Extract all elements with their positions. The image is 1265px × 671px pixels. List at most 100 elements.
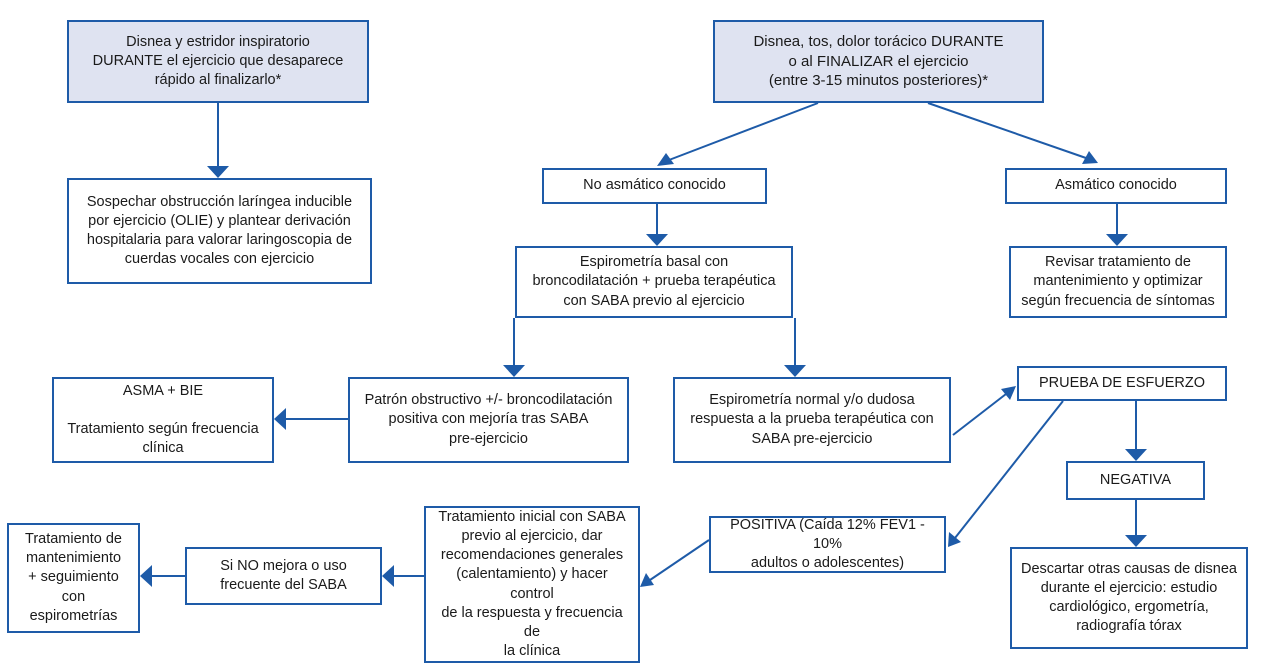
node-text-line: pre-ejercicio bbox=[449, 430, 528, 447]
node-text-line: ASMA + BIE bbox=[122, 382, 204, 399]
node-text-line: Disnea y estridor inspiratorio bbox=[126, 33, 310, 50]
mantenimiento-box: Tratamiento de mantenimiento + seguimiento… bbox=[7, 523, 140, 633]
node-text-line: Tratamiento según frecuencia bbox=[67, 421, 259, 437]
patron-obstructivo-box: Patrón obstructivo +/- broncodilatación p… bbox=[348, 377, 629, 463]
node-text-line: respuesta a la prueba terapéutica con bbox=[690, 411, 934, 428]
node-text-line: Si NO mejora o uso bbox=[220, 557, 347, 574]
node-text: Asmático conocido bbox=[1055, 176, 1177, 195]
node-text: No asmático conocido bbox=[583, 176, 726, 195]
node-text-line: frecuente del SABA bbox=[220, 577, 347, 593]
node-text-line: según frecuencia de síntomas bbox=[1021, 292, 1215, 309]
arrowhead bbox=[646, 234, 668, 246]
node-text: ASMA + BIE Tratamiento según frecuencia c… bbox=[67, 382, 258, 459]
node-text-line: o al FINALIZAR el ejercicio bbox=[788, 52, 969, 70]
arrowhead bbox=[1001, 386, 1016, 400]
node-text: Tratamiento de mantenimiento + seguimiento… bbox=[17, 530, 130, 626]
node-text-line: Tratamiento inicial con SABA bbox=[438, 509, 626, 525]
asma-bie-box: ASMA + BIE Tratamiento según frecuencia c… bbox=[52, 377, 274, 463]
arrowhead bbox=[382, 565, 394, 587]
node-text: Si NO mejora o uso frecuente del SABA bbox=[220, 557, 347, 595]
node-text: Sospechar obstrucción laríngea inducible… bbox=[87, 193, 352, 270]
node-text-line: de la respuesta y frecuencia de bbox=[441, 604, 623, 640]
node-text-line: (calentamiento) y hacer control bbox=[456, 566, 608, 602]
arrowhead bbox=[503, 365, 525, 377]
arrowhead bbox=[140, 565, 152, 587]
node-text-line: adultos o adolescentes) bbox=[750, 555, 905, 572]
node-text-line: Disnea, tos, dolor torácico DURANTE bbox=[753, 32, 1004, 50]
si-no-mejora-box: Si NO mejora o uso frecuente del SABA bbox=[185, 547, 382, 605]
espirometria-normal-box: Espirometría normal y/o dudosa respuesta … bbox=[673, 377, 951, 463]
olie-box: Sospechar obstrucción laríngea inducible… bbox=[67, 178, 372, 284]
arrowhead bbox=[784, 365, 806, 377]
node-text-line: SABA pre-ejercicio bbox=[751, 430, 873, 447]
node-text-line: recomendaciones generales bbox=[440, 547, 624, 564]
node-text-line: Revisar tratamiento de bbox=[1045, 254, 1191, 271]
node-text-line: DURANTE el ejercicio que desaparece bbox=[92, 52, 344, 69]
revisar-tratamiento-box: Revisar tratamiento de mantenimiento y op… bbox=[1009, 246, 1227, 318]
positiva-box: POSITIVA (Caída 12% FEV1 - 10% adultos o … bbox=[709, 516, 946, 573]
node-text-line: NEGATIVA bbox=[1099, 471, 1172, 488]
arrowhead bbox=[1082, 151, 1098, 164]
node-text-line: Asmático conocido bbox=[1055, 177, 1177, 194]
arrowhead bbox=[948, 532, 961, 547]
node-text-line: radiografía tórax bbox=[1076, 618, 1182, 635]
arrowhead bbox=[207, 166, 229, 178]
no-asmatico-box: No asmático conocido bbox=[542, 168, 767, 204]
asmatico-box: Asmático conocido bbox=[1005, 168, 1227, 204]
node-text: Espirometría basal con broncodilatación +… bbox=[532, 253, 775, 310]
prueba-esfuerzo-box: PRUEBA DE ESFUERZO bbox=[1017, 366, 1227, 401]
node-text-line: Espirometría normal y/o dudosa bbox=[709, 392, 915, 409]
arrowhead bbox=[1125, 449, 1147, 461]
node-text: Espirometría normal y/o dudosa respuesta … bbox=[690, 391, 933, 448]
node-text: PRUEBA DE ESFUERZO bbox=[1039, 374, 1205, 393]
arrow-prueba-to-positiva bbox=[954, 400, 1064, 539]
arrowhead bbox=[1125, 535, 1147, 547]
node-text: Patrón obstructivo +/- broncodilatación p… bbox=[365, 391, 613, 448]
arrow-positiva-to-tratamiento bbox=[649, 539, 710, 581]
node-text-line: con SABA previo al ejercicio bbox=[563, 292, 745, 309]
node-text-line: clínica bbox=[142, 440, 184, 457]
arrow-start-right-to-asmatico bbox=[927, 102, 1087, 159]
arrowhead bbox=[274, 408, 286, 430]
espirometria-basal-box: Espirometría basal con broncodilatación +… bbox=[515, 246, 793, 318]
node-text-line: Descartar otras causas de disnea bbox=[1021, 560, 1237, 577]
node-text-line: la clínica bbox=[503, 642, 561, 659]
node-text-line: Patrón obstructivo +/- broncodilatación bbox=[364, 392, 613, 409]
node-text-line: Sospechar obstrucción laríngea inducible bbox=[86, 193, 353, 210]
node-text-line: cardiológico, ergometría, bbox=[1049, 599, 1209, 615]
node-text-line: + seguimiento bbox=[28, 569, 119, 586]
node-text-line: Espirometría basal con bbox=[579, 254, 729, 271]
node-text-line: por ejercicio (OLIE) y plantear derivaci… bbox=[88, 212, 351, 229]
node-text-line: mantenimiento bbox=[25, 550, 122, 567]
node-text: Disnea, tos, dolor torácico DURANTE o al … bbox=[753, 32, 1003, 91]
node-text-line: (entre 3-15 minutos posteriores)* bbox=[768, 72, 989, 90]
node-text: Revisar tratamiento de mantenimiento y op… bbox=[1021, 253, 1214, 310]
node-text-line: con espirometrías bbox=[29, 588, 118, 624]
node-text-line: previo al ejercicio, dar bbox=[461, 528, 603, 545]
node-text-line: positiva con mejoría tras SABA bbox=[388, 411, 589, 428]
node-text-line: Tratamiento de bbox=[25, 531, 122, 548]
arrowhead bbox=[640, 573, 654, 587]
node-text: NEGATIVA bbox=[1100, 471, 1171, 490]
node-text-line: mantenimiento y optimizar bbox=[1033, 273, 1203, 290]
node-text: POSITIVA (Caída 12% FEV1 - 10% adultos o … bbox=[719, 516, 936, 573]
tratamiento-inicial-box: Tratamiento inicial con SABA previo al ej… bbox=[424, 506, 640, 663]
node-text-line: PRUEBA DE ESFUERZO bbox=[1039, 374, 1205, 391]
node-text-line: hospitalaria para valorar laringoscopia … bbox=[86, 232, 353, 248]
node-text-line: broncodilatación + prueba terapéutica bbox=[532, 273, 776, 290]
start-right-box: Disnea, tos, dolor torácico DURANTE o al … bbox=[713, 20, 1044, 103]
negativa-box: NEGATIVA bbox=[1066, 461, 1205, 500]
arrow-start-right-to-no-asmatico bbox=[668, 102, 819, 161]
arrowhead bbox=[1106, 234, 1128, 246]
node-text-line: POSITIVA (Caída 12% FEV1 - 10% bbox=[730, 516, 925, 552]
node-text: Tratamiento inicial con SABA previo al ej… bbox=[434, 508, 630, 661]
node-text-line: rápido al finalizarlo* bbox=[154, 72, 282, 89]
node-text-line: No asmático conocido bbox=[583, 177, 726, 194]
node-text-line: cuerdas vocales con ejercicio bbox=[124, 251, 315, 268]
arrowhead bbox=[657, 153, 674, 166]
